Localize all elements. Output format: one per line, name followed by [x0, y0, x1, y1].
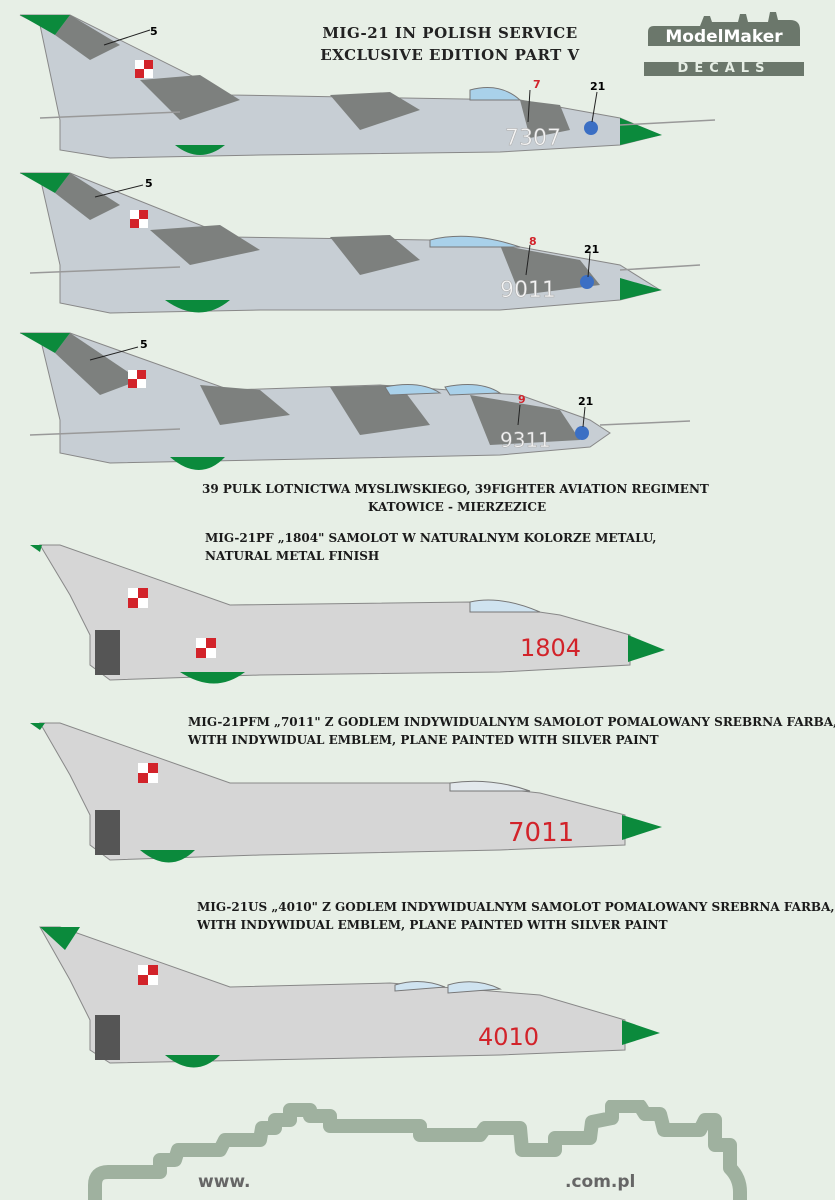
unit-caption-line-2: KATOWICE - MIERZEZICE	[368, 500, 547, 514]
aircraft-2-tail-ref: 5	[145, 177, 153, 190]
aircraft-profile-6: 4010	[39, 926, 660, 1068]
footer-left-text: www.	[198, 1172, 251, 1192]
aircraft-1-serial: 7307	[505, 126, 561, 151]
aircraft-4-serial: 1804	[520, 634, 581, 662]
aircraft-profile-3: 5 9 21 9311	[19, 332, 691, 470]
aircraft-profile-1: 5 7 21 7307	[19, 14, 716, 159]
aircraft-1-tail-ref: 5	[150, 25, 158, 38]
aircraft-profile-5: 7011	[30, 722, 662, 863]
title-line-1: MIG-21 IN POLISH SERVICE	[322, 24, 578, 42]
logo-bottom-text: DECALS	[677, 61, 771, 76]
pfm-caption-line-1: MIG-21PFM „7011" Z GODLEM INDYWIDUALNYM …	[188, 715, 835, 729]
aircraft-3-tail-ref: 5	[140, 338, 148, 351]
aircraft-3-option-no: 9	[518, 393, 526, 406]
footer-right-text: .com.pl	[565, 1172, 636, 1192]
aircraft-3-serial: 9311	[500, 428, 551, 452]
aircraft-3-emblem-ref: 21	[578, 395, 593, 408]
us-caption-line-1: MIG-21US „4010" Z GODLEM INDYWIDUALNYM S…	[197, 900, 835, 914]
aircraft-2-emblem-ref: 21	[584, 243, 599, 256]
unit-caption-line-1: 39 PULK LOTNICTWA MYSLIWSKIEGO, 39FIGHTE…	[202, 482, 709, 496]
pf-caption-line-1: MIG-21PF „1804" SAMOLOT W NATURALNYM KOL…	[205, 531, 657, 545]
aircraft-profile-2: 5 8 21 9011	[19, 172, 701, 314]
aircraft-6-serial: 4010	[478, 1023, 539, 1051]
modelmaker-logo: ModelMaker DECALS	[640, 10, 808, 80]
aircraft-1-emblem-ref: 21	[590, 80, 605, 93]
title-line-2: EXCLUSIVE EDITION PART V	[320, 46, 580, 64]
aircraft-2-option-no: 8	[529, 235, 537, 248]
footer-skyline	[88, 1100, 747, 1200]
aircraft-5-serial: 7011	[508, 818, 574, 848]
aircraft-1-option-no: 7	[533, 78, 541, 91]
pf-caption-line-2: NATURAL METAL FINISH	[205, 549, 380, 563]
us-caption-line-2: WITH INDYWIDUAL EMBLEM, PLANE PAINTED WI…	[197, 918, 668, 932]
aircraft-2-serial: 9011	[500, 278, 556, 303]
pfm-caption-line-2: WITH INDYWIDUAL EMBLEM, PLANE PAINTED WI…	[188, 733, 659, 747]
logo-top-text: ModelMaker	[665, 27, 783, 47]
aircraft-profile-4: 1804	[30, 544, 665, 684]
